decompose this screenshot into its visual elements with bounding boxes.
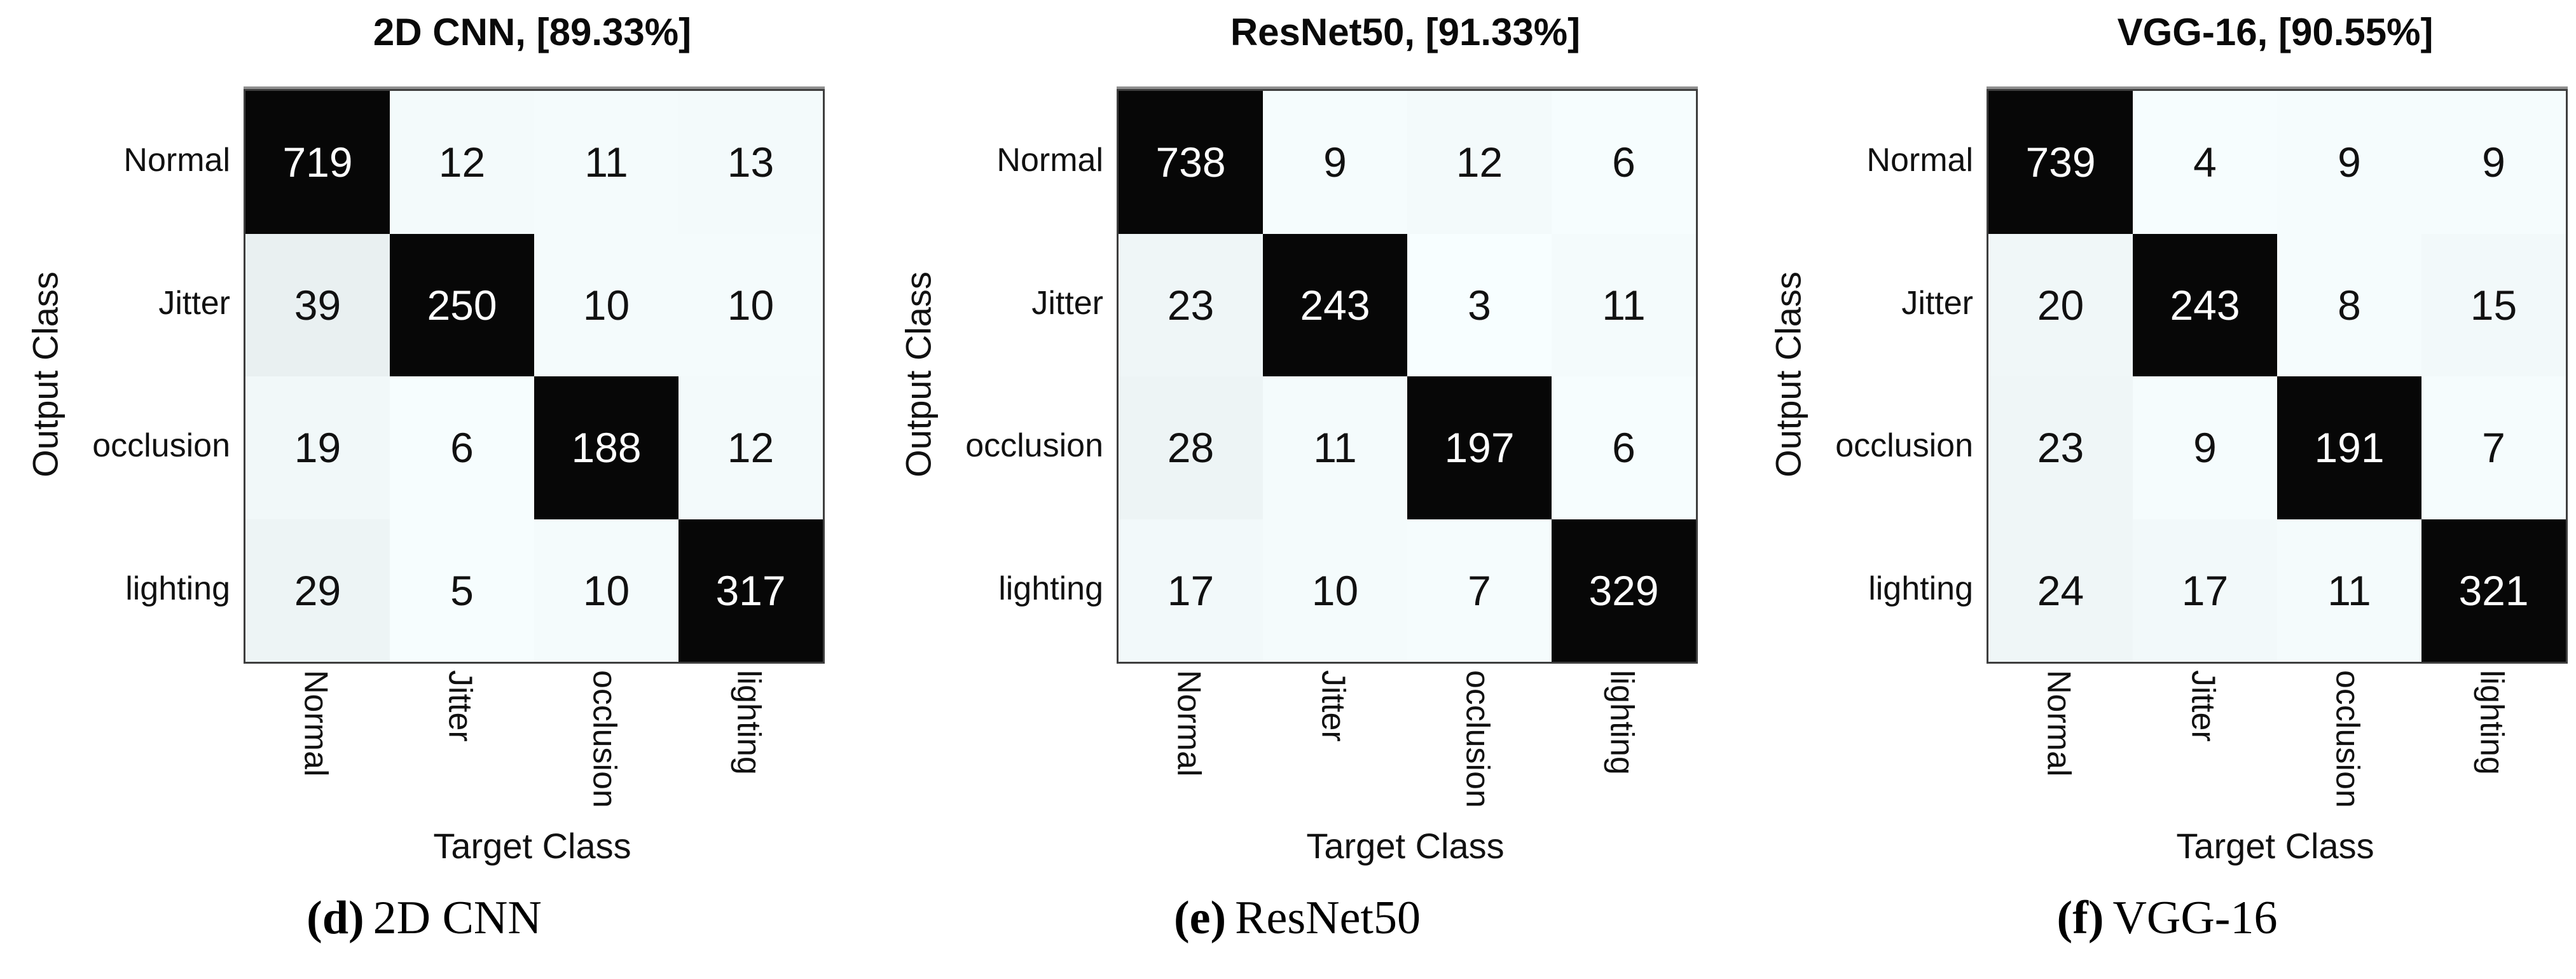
matrix-cell: 15: [2421, 233, 2566, 376]
subfigure-caption: (d)2D CNN: [135, 891, 713, 945]
matrix-cell: 11: [1263, 376, 1407, 519]
matrix-cell: 39: [245, 233, 390, 376]
x-tick-label: occlusion: [1459, 670, 1496, 808]
matrix-cell: 5: [390, 519, 534, 662]
x-tick-label: lighting: [730, 670, 768, 775]
y-tick-label: occlusion: [92, 427, 230, 465]
matrix-cell: 243: [1263, 233, 1407, 376]
matrix-cell: 243: [2133, 233, 2277, 376]
matrix-cell: 10: [534, 519, 678, 662]
x-tick-label: occlusion: [2329, 670, 2366, 808]
matrix-cell: 13: [678, 91, 823, 234]
matrix-cell: 9: [1263, 91, 1407, 234]
x-tick-label: Normal: [2040, 670, 2077, 777]
matrix-cell: 4: [2133, 91, 2277, 234]
matrix-cell: 23: [1119, 233, 1263, 376]
matrix-cell: 24: [1988, 519, 2133, 662]
y-tick-label: lighting: [125, 570, 230, 607]
x-tick-label: Normal: [297, 670, 334, 777]
x-tick-label: lighting: [1603, 670, 1641, 775]
matrix-cell: 321: [2421, 519, 2566, 662]
matrix-cell: 329: [1552, 519, 1696, 662]
matrix-cell: 250: [390, 233, 534, 376]
matrix-cell: 19: [245, 376, 390, 519]
y-tick-label: Jitter: [1031, 284, 1103, 322]
y-tick-label: Normal: [123, 142, 230, 179]
x-axis-label: Target Class: [433, 826, 631, 866]
matrix-cell: 8: [2277, 233, 2421, 376]
matrix-cell: 191: [2277, 376, 2421, 519]
matrix-cell: 6: [390, 376, 534, 519]
matrix-cell: 188: [534, 376, 678, 519]
matrix-cell: 719: [245, 91, 390, 234]
matrix-cell: 10: [1263, 519, 1407, 662]
matrix-cell: 23: [1988, 376, 2133, 519]
matrix-cell: 9: [2421, 91, 2566, 234]
matrix-cell: 6: [1552, 376, 1696, 519]
y-tick-label: occlusion: [1835, 427, 1973, 465]
matrix-cell: 7: [1407, 519, 1552, 662]
caption-label: (d): [307, 892, 364, 944]
matrix-cell: 6: [1552, 91, 1696, 234]
matrix-cell: 10: [534, 233, 678, 376]
matrix-cell: 17: [1119, 519, 1263, 662]
matrix-cell: 17: [2133, 519, 2277, 662]
y-tick-label: Jitter: [1901, 284, 1973, 322]
x-tick-label: Jitter: [441, 670, 479, 742]
subfigure-caption: (f)VGG-16: [1878, 891, 2456, 945]
x-tick-label: Jitter: [1314, 670, 1352, 742]
matrix-cell: 28: [1119, 376, 1263, 519]
x-axis-label: Target Class: [2176, 826, 2374, 866]
y-tick-label: lighting: [998, 570, 1103, 607]
matrix-cell: 11: [2277, 519, 2421, 662]
chart-title: 2D CNN, [89.33%]: [373, 11, 692, 53]
y-tick-label: Normal: [1866, 142, 1973, 179]
caption-text: 2D CNN: [373, 892, 542, 944]
caption-label: (e): [1174, 892, 1227, 944]
chart-title: ResNet50, [91.33%]: [1230, 11, 1581, 53]
matrix-cell: 12: [678, 376, 823, 519]
matrix-cell: 29: [245, 519, 390, 662]
matrix-cell: 739: [1988, 91, 2133, 234]
matrix-cell: 197: [1407, 376, 1552, 519]
caption-text: ResNet50: [1235, 892, 1421, 944]
matrix-cell: 738: [1119, 91, 1263, 234]
matrix-cell: 12: [390, 91, 534, 234]
y-tick-label: occlusion: [965, 427, 1103, 465]
chart-title: VGG-16, [90.55%]: [2117, 11, 2434, 53]
matrix-cell: 317: [678, 519, 823, 662]
y-tick-label: lighting: [1868, 570, 1973, 607]
matrix-cell: 12: [1407, 91, 1552, 234]
x-tick-label: lighting: [2473, 670, 2511, 775]
x-tick-label: Jitter: [2184, 670, 2222, 742]
matrix-cell: 9: [2133, 376, 2277, 519]
caption-text: VGG-16: [2112, 892, 2278, 944]
matrix-cell: 11: [1552, 233, 1696, 376]
caption-label: (f): [2056, 892, 2104, 944]
matrix-cell: 11: [534, 91, 678, 234]
matrix-cell: 7: [2421, 376, 2566, 519]
x-axis-label: Target Class: [1306, 826, 1505, 866]
matrix-cell: 9: [2277, 91, 2421, 234]
matrix-cell: 3: [1407, 233, 1552, 376]
matrix-cell: 10: [678, 233, 823, 376]
subfigure-caption: (e)ResNet50: [1009, 891, 1586, 945]
y-tick-label: Normal: [996, 142, 1103, 179]
y-tick-label: Jitter: [158, 284, 230, 322]
matrix-cell: 20: [1988, 233, 2133, 376]
x-tick-label: Normal: [1170, 670, 1208, 777]
x-tick-label: occlusion: [586, 670, 623, 808]
